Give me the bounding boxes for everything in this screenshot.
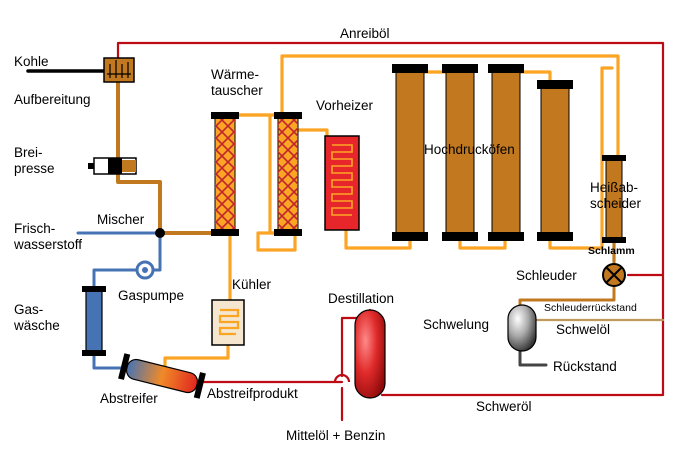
schleuder-unit [602, 263, 626, 287]
schwelung-unit [507, 304, 537, 352]
pipe-ovens [344, 66, 614, 250]
pipe-schleuderrueckstand [518, 286, 616, 307]
waermetauscher-2 [274, 112, 302, 236]
label-aufbereitung: Aufbereitung [14, 92, 91, 107]
waermetauscher-1 [211, 112, 239, 236]
gaspumpe-unit [135, 260, 155, 280]
label-mischer: Mischer [97, 212, 145, 227]
oven-2 [442, 64, 478, 241]
label-anreiboel: Anreiböl [340, 26, 390, 41]
label-schleuderrueckstand: Schleuderrückstand [544, 302, 637, 314]
label-kohle: Kohle [14, 54, 49, 69]
pipe-coal-slurry [116, 80, 217, 235]
label-abstreifer: Abstreifer [100, 391, 158, 406]
pipe-anreiboel [116, 41, 665, 397]
pipe-gaswaesche-bottom [92, 350, 128, 370]
label-abstreifprodukt: Abstreifprodukt [207, 386, 298, 401]
abstreifer-unit [118, 353, 206, 399]
label-schlamm: Schlamm [588, 245, 635, 257]
label-schleuder: Schleuder [516, 268, 577, 283]
label-breipresse-2: presse [14, 161, 55, 176]
label-frischwasserstoff-2: wasserstoff [13, 237, 82, 252]
breipresse-unit [88, 157, 137, 175]
aufbereitung-unit [103, 57, 135, 83]
label-heissabscheider-2: scheider [590, 196, 642, 211]
oven-3 [488, 64, 524, 241]
label-vorheizer: Vorheizer [316, 98, 374, 113]
label-hochdruckoefen: Hochdrucköfen [424, 142, 515, 157]
vorheizer-unit [324, 135, 360, 231]
gaswaesche-column [82, 286, 106, 356]
labels: Kohle Aufbereitung Brei- presse Frisch- … [13, 26, 642, 443]
kuehler-unit [211, 299, 245, 346]
label-waermetauscher-2: tauscher [211, 83, 263, 98]
label-gaspumpe: Gaspumpe [118, 288, 184, 303]
label-destillation: Destillation [328, 291, 394, 306]
label-schweroel: Schweröl [476, 399, 532, 414]
label-waermetauscher-1: Wärme- [211, 67, 259, 82]
label-gaswaesche-1: Gas- [14, 302, 43, 317]
label-gaswaesche-2: wäsche [13, 318, 60, 333]
label-rueckstand: Rückstand [553, 359, 617, 374]
label-heissabscheider-1: Heißab- [590, 180, 638, 195]
pipe-gas-return [92, 231, 162, 292]
hochdruckoefen [392, 64, 573, 241]
oven-4 [537, 80, 573, 241]
label-mitteloel-benzin: Mittelöl + Benzin [286, 428, 385, 443]
destillation-column [333, 309, 386, 399]
mischer-node [155, 228, 165, 238]
heissabscheider-unit [602, 155, 626, 243]
pipe-rueckstand [518, 348, 548, 367]
oven-1 [392, 64, 428, 241]
label-kuehler: Kühler [232, 277, 272, 292]
pipe-hot-return [280, 54, 620, 162]
label-schweloel: Schwelöl [556, 322, 610, 337]
label-schwelung: Schwelung [423, 317, 489, 332]
label-breipresse-1: Brei- [14, 145, 43, 160]
label-frischwasserstoff-1: Frisch- [14, 221, 55, 236]
